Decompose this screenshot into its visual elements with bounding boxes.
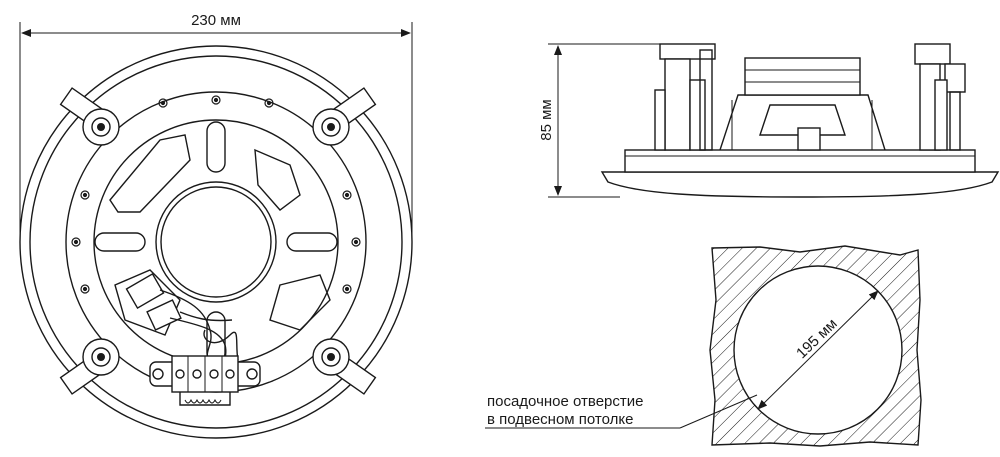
mounting-clamps (59, 87, 377, 395)
ceiling-board-outline (709, 245, 922, 447)
front-view: 230 мм (19, 12, 413, 439)
right-clamp (914, 43, 966, 151)
caption-line-2: в подвесном потолке (487, 411, 633, 428)
caption-line-1: посадочное отверстие (487, 393, 643, 410)
left-clamp (654, 43, 716, 151)
hole-diameter-line (757, 290, 879, 410)
magnet-inner (160, 186, 272, 298)
height-label: 85 мм (538, 99, 555, 140)
basket-ring (93, 119, 339, 365)
leader-line (679, 394, 758, 429)
outer-rim-inner (29, 55, 403, 429)
driver-magnet (744, 57, 861, 96)
grille-flange (600, 171, 1000, 198)
terminal-block (149, 355, 261, 406)
ceiling-cutout: 195 мм посадочное отверстие в подвесном … (485, 245, 922, 447)
plate-slots (94, 121, 338, 363)
side-view: 85 мм (538, 43, 1000, 198)
magnet-outer (155, 181, 277, 303)
wiring (125, 273, 239, 369)
rim-holes (71, 95, 361, 294)
width-label: 230 мм (191, 12, 241, 29)
baffle (624, 149, 976, 173)
outer-rim (19, 45, 413, 439)
